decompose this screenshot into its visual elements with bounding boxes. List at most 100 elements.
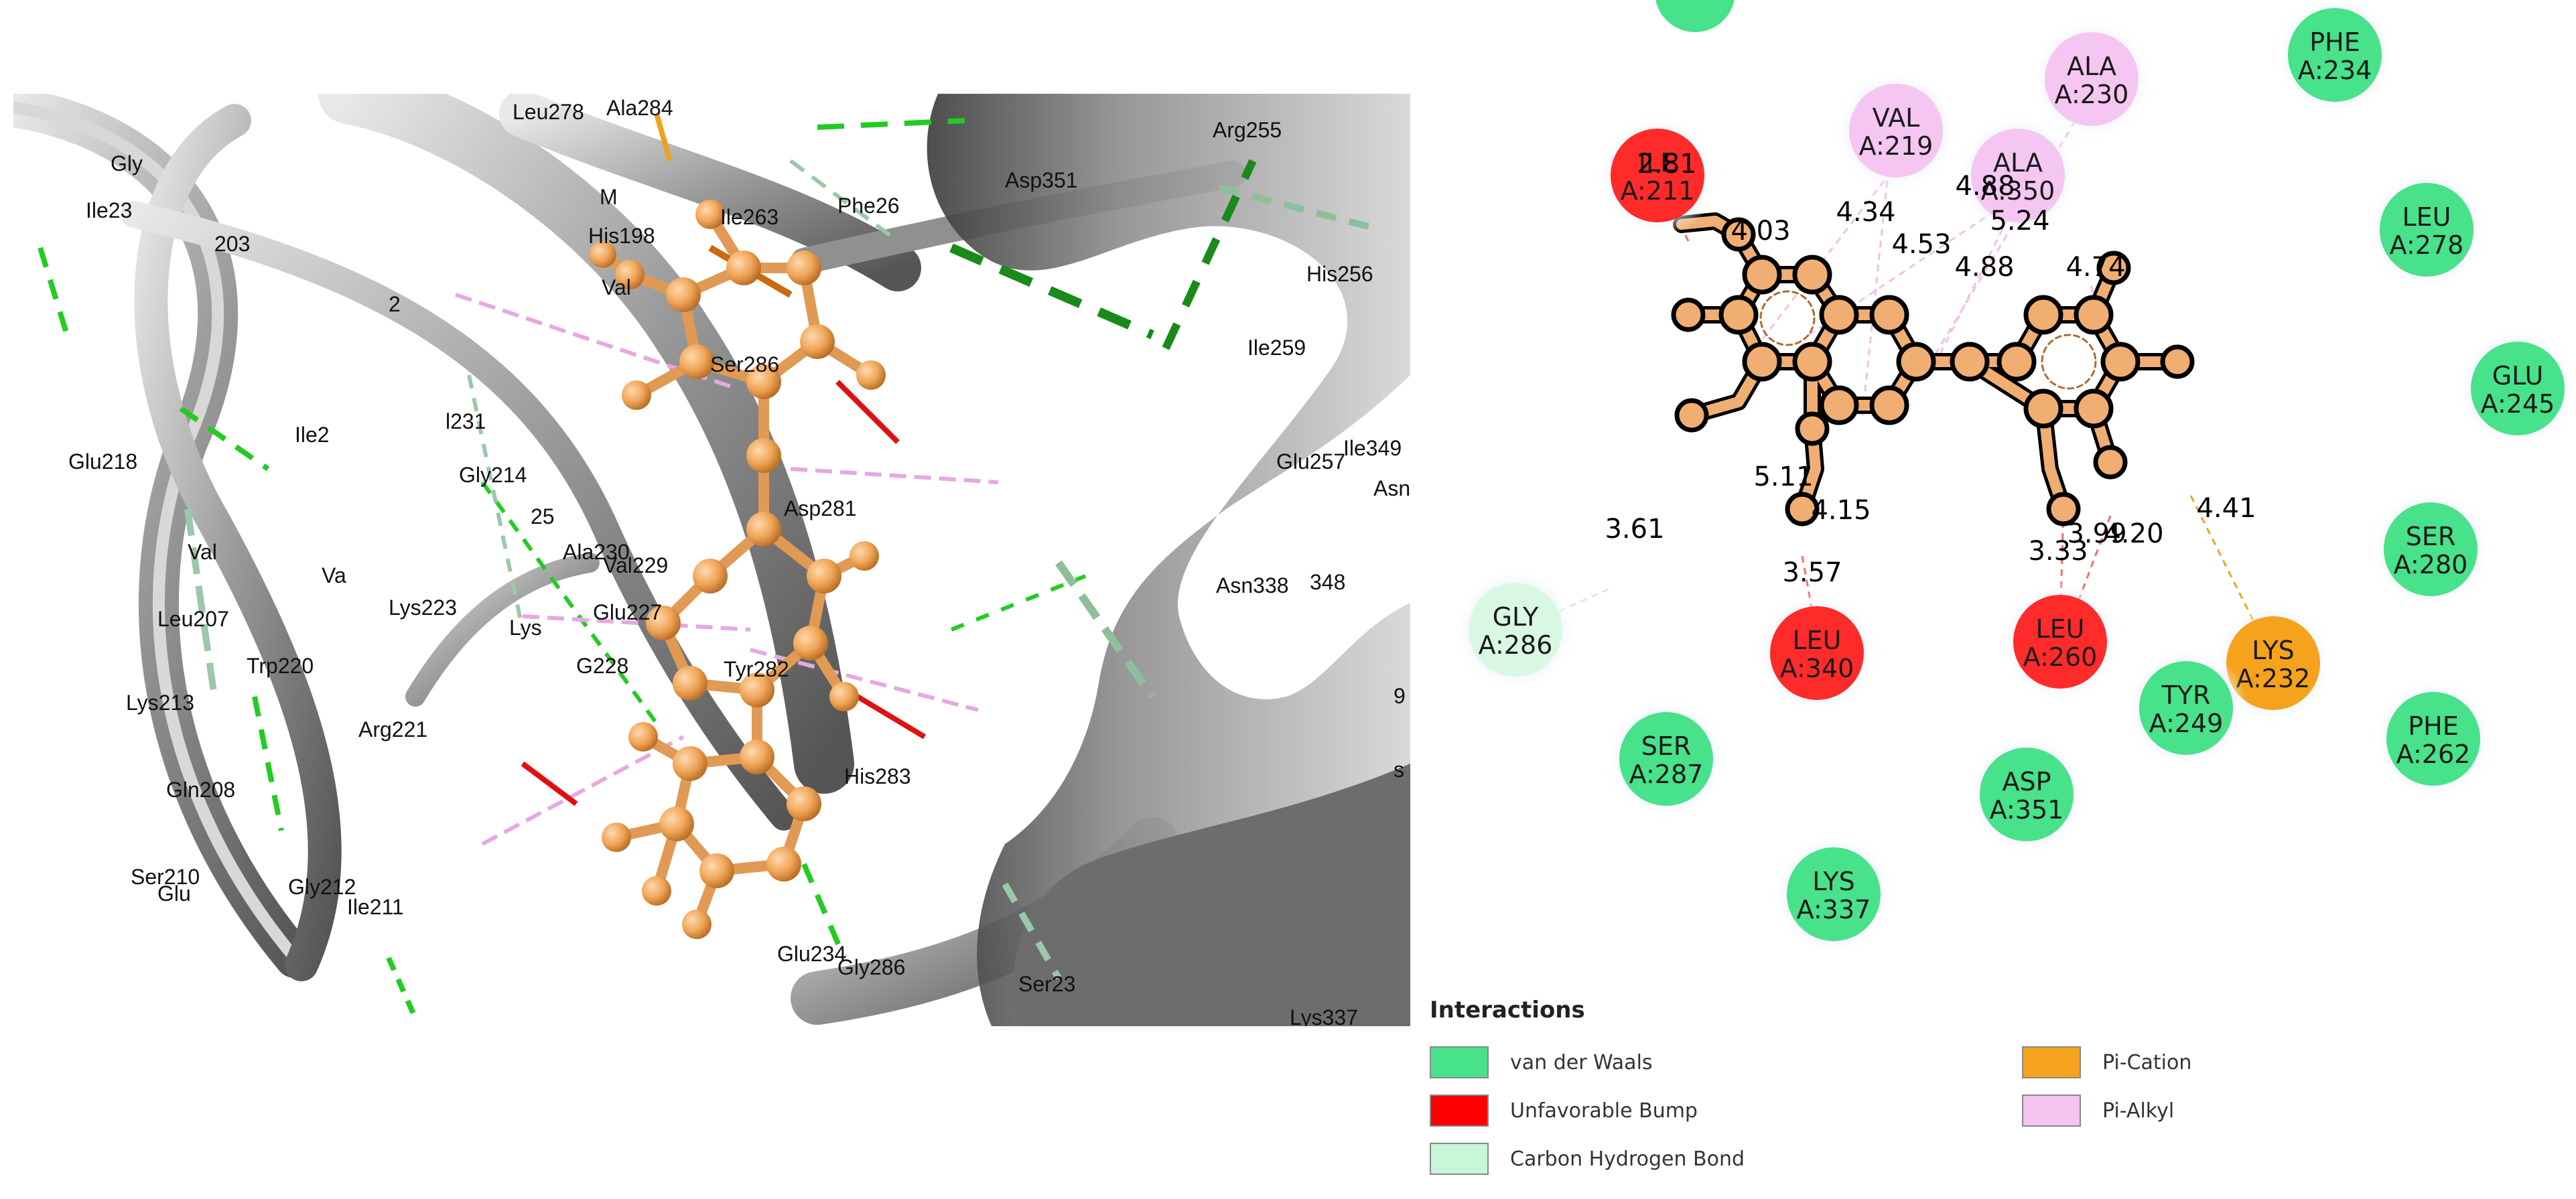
- residue-label-3d: Asp281: [784, 496, 857, 520]
- residue-name: ILE: [1639, 148, 1676, 178]
- residue-label-3d: s: [1394, 758, 1404, 782]
- residue-label-3d: 9: [1394, 684, 1406, 708]
- residue-label-3d: Gln208: [166, 778, 235, 802]
- residue-label-3d: Glu257: [1276, 449, 1345, 474]
- legend-title: Interactions: [1430, 997, 1585, 1024]
- residue-circle: [2139, 661, 2233, 755]
- distance-label: 4.74: [2065, 252, 2125, 283]
- residue-label-3d: Va: [322, 563, 346, 587]
- residue-label-3d: Val: [188, 540, 217, 564]
- residue-name: GLU: [2492, 361, 2544, 391]
- residue-label-3d: Ile259: [1247, 336, 1306, 360]
- interactions-legend: Interactions van der Waals Unfavorable B…: [1427, 991, 2566, 1192]
- residue-name: SER: [1641, 731, 1692, 761]
- residue-name: SER: [2406, 522, 2456, 551]
- residue-name: VAL: [1873, 103, 1920, 133]
- residue-label-3d: Tyr282: [724, 657, 789, 681]
- legend-item-van-der-waals: van der Waals: [1430, 1044, 1653, 1081]
- residue-name: LEU: [1793, 626, 1842, 655]
- residue-id: A:287: [1629, 760, 1704, 789]
- distance-label: 5.11: [1753, 462, 1813, 492]
- residue-id: A:280: [2394, 550, 2468, 579]
- residue-circle: [1469, 583, 1562, 677]
- residue-id: A:230: [2055, 80, 2129, 109]
- residue-name: PHE: [2309, 27, 2360, 57]
- residue-label-3d: Asn: [1373, 476, 1410, 500]
- legend-swatch: [1430, 1143, 1489, 1175]
- residue-label-3d: Ile349: [1343, 436, 1402, 460]
- residue-circle: [2226, 616, 2320, 710]
- residue-circle: [1849, 84, 1943, 178]
- residue-label-3d: Leu278: [513, 100, 584, 124]
- distance-label: 4.03: [1731, 216, 1790, 246]
- residue-id: A:340: [1780, 654, 1854, 683]
- legend-item-unfavorable-bump: Unfavorable Bump: [1430, 1092, 1698, 1129]
- residue-label-3d: His198: [588, 224, 655, 248]
- residue-label-3d: Phe26: [837, 194, 900, 218]
- legend-label: Pi-Cation: [2102, 1050, 2192, 1074]
- residue-label-3d: Lys: [509, 616, 542, 640]
- residue-circle: [1980, 748, 2074, 841]
- residue-name: ALA: [1993, 148, 2043, 178]
- residue-label-3d: Gly214: [459, 463, 527, 487]
- residue-label-3d: Glu218: [68, 449, 137, 474]
- legend-label: Unfavorable Bump: [1510, 1099, 1698, 1123]
- distance-label: 4.34: [1836, 197, 1895, 228]
- residue-id: A:351: [1990, 795, 2064, 825]
- distance-label: 4.41: [2196, 493, 2256, 524]
- residue-id: A:245: [2481, 389, 2555, 419]
- residue-id: A:249: [2149, 709, 2224, 738]
- residue-name: PHE: [2408, 711, 2459, 741]
- residue-label-3d: Asn338: [1216, 573, 1289, 597]
- residue-circle: [1770, 606, 1864, 700]
- residue-label-3d: Ala284: [606, 96, 673, 120]
- distance-label: 3.57: [1782, 557, 1842, 588]
- distance-label: 2.81: [1637, 149, 1696, 180]
- distance-label: 4.88: [1954, 252, 2014, 283]
- protein-ribbons: [13, 94, 1246, 1025]
- residue-label-3d: His283: [844, 764, 911, 788]
- residue-label-3d: Glu234: [777, 942, 846, 966]
- legend-label: Carbon Hydrogen Bond: [1510, 1147, 1745, 1171]
- distance-label: 4.15: [1811, 495, 1871, 526]
- residue-circle: [1787, 847, 1881, 941]
- residue-circle: [2386, 692, 2480, 786]
- residue-id: A:262: [2396, 739, 2471, 769]
- residue-circle: [2384, 502, 2478, 596]
- residue-id: A:219: [1859, 131, 1934, 161]
- interaction-diagram-svg: ILEA:211VALA:219ALAA:230ALAA:350PHEA:234…: [1454, 0, 2576, 956]
- residue-circle: [1971, 129, 2065, 222]
- residue-name: GLY: [1493, 602, 1540, 632]
- residue-id: A:211: [1621, 176, 1695, 206]
- residue-name: LEU: [2402, 202, 2451, 232]
- residue-label-3d: 348: [1310, 570, 1345, 594]
- residue-name: LYS: [2252, 636, 2294, 665]
- protein-surface: [927, 94, 1410, 1026]
- residue-id: A:278: [2390, 230, 2464, 260]
- residue-partial-top: [1655, 0, 1735, 32]
- residue-label-3d: Val229: [603, 553, 668, 577]
- distance-label: 4.88: [1955, 171, 2015, 202]
- legend-label: Pi-Alkyl: [2102, 1099, 2175, 1123]
- legend-swatch: [2022, 1095, 2081, 1127]
- legend-swatch: [1430, 1046, 1489, 1078]
- residue-label-3d: 2: [389, 292, 401, 316]
- residue-label-3d: M: [600, 185, 618, 209]
- residue-label-3d: Lys337: [1290, 1005, 1358, 1026]
- residue-circle: [2380, 183, 2473, 277]
- residue-label-3d: l231: [446, 409, 486, 433]
- residue-circle: [2013, 595, 2107, 689]
- residue-label-3d: Gly286: [837, 955, 905, 979]
- residue-id: A:234: [2298, 56, 2372, 85]
- residue-label-3d: Trp220: [247, 654, 314, 678]
- residue-label-3d: Leu207: [157, 607, 229, 631]
